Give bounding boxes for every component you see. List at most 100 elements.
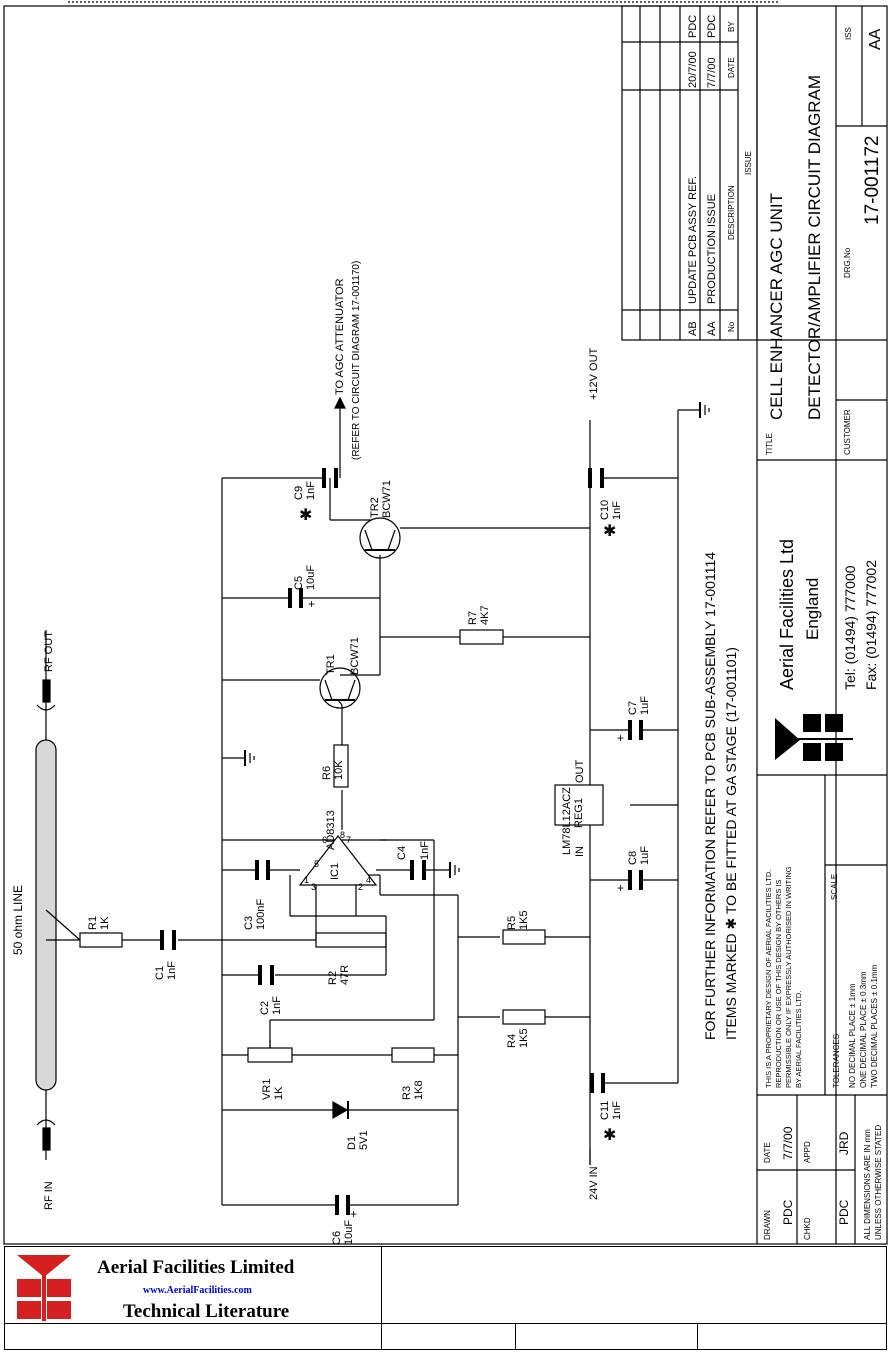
- r2-body: [315, 932, 387, 948]
- c4-name: C4: [396, 846, 408, 860]
- r5-name: R5: [506, 916, 518, 930]
- footer-company: Aerial Facilities Limited: [97, 1257, 295, 1278]
- r4-body: [502, 1009, 546, 1025]
- rf-in-label: RF IN: [43, 1181, 55, 1210]
- iss-label: ISS: [844, 27, 853, 40]
- company-country: England: [803, 578, 822, 640]
- diode-d1: [332, 1100, 349, 1120]
- r2-name: R2: [327, 971, 339, 985]
- svg-text:✱: ✱: [603, 1127, 616, 1144]
- resistors: [79, 629, 546, 1063]
- footer-url[interactable]: www.AerialFacilities.com: [143, 1285, 252, 1296]
- tr2-name: TR2: [369, 497, 381, 518]
- dims-line1: ALL DIMENSIONS ARE IN mm: [863, 1129, 872, 1240]
- title-block: TITLE CELL ENHANCER AGC UNIT DETECTOR/AM…: [756, 6, 887, 1244]
- transmission-line: [35, 630, 81, 1160]
- reg-name: REG1: [573, 798, 585, 828]
- rev-by-1: PDC: [687, 15, 699, 38]
- rf-out-label: RF OUT: [43, 631, 55, 672]
- footer: Aerial Facilities Limited www.AerialFaci…: [4, 1246, 887, 1351]
- c7-name: C7: [627, 701, 639, 715]
- ic1-name: IC1: [329, 863, 341, 880]
- ic1-part: AD8313: [325, 810, 337, 850]
- agc-out-label: TO AGC ATTENUATOR: [334, 278, 346, 395]
- r7-name: R7: [467, 611, 479, 625]
- tr2-body: [359, 517, 401, 559]
- note-line1: FOR FURTHER INFORMATION REFER TO PCB SUB…: [702, 552, 718, 1040]
- drg-label: DRG.No: [843, 247, 852, 278]
- tr1-body: [319, 667, 361, 709]
- c8-value: 1uF: [639, 846, 651, 865]
- title-line1: CELL ENHANCER AGC UNIT: [767, 193, 786, 420]
- customer-label: CUSTOMER: [843, 409, 852, 455]
- scale-label: SCALE: [830, 874, 839, 900]
- rev-header-no: No: [727, 321, 736, 332]
- r3-value: 1K8: [413, 1080, 425, 1100]
- drawn-value: PDC: [781, 1199, 795, 1225]
- c3-value: 100nF: [255, 899, 267, 930]
- svg-text:✱: ✱: [299, 507, 312, 524]
- r6-name: R6: [321, 766, 333, 780]
- tolerance-line3: TWO DECIMAL PLACES ± 0.1mm: [870, 964, 879, 1088]
- polarity-marks: + + + +: [308, 597, 624, 1221]
- reg-out-label: OUT: [574, 760, 586, 784]
- regulator-reg1: [554, 784, 604, 826]
- reg-in-label: IN: [574, 846, 586, 857]
- line-label: 50 ohm LINE: [11, 885, 25, 955]
- reg-part: LM78L12ACZ: [561, 787, 573, 855]
- svg-text:1: 1: [304, 875, 309, 885]
- r5-body: [502, 929, 546, 945]
- company-fax: Fax: (01494) 777002: [863, 560, 879, 690]
- svg-text:2: 2: [358, 882, 363, 892]
- afl-logo-icon: [17, 1255, 71, 1321]
- company-name: Aerial Facilities Ltd: [777, 539, 797, 690]
- tr1-value: BCW71: [349, 637, 361, 675]
- d1-value: 5V1: [358, 1130, 370, 1150]
- tolerance-line1: NO DECIMAL PLACE ± 1mm: [848, 983, 857, 1088]
- c2-value: 1nF: [271, 996, 283, 1015]
- v12-out-label: +12V OUT: [588, 347, 600, 400]
- c11-name: C11: [599, 1101, 611, 1120]
- c10-value: 1nF: [611, 501, 623, 520]
- c1-value: 1nF: [166, 961, 178, 980]
- svg-text:+: +: [350, 1207, 357, 1221]
- r7-body: [459, 629, 504, 645]
- svg-text:✱: ✱: [603, 523, 616, 540]
- rev-no-2: AA: [706, 321, 718, 336]
- component-labels: R1 1K C1 1nF C2 1nF C3 100nF R2 47R VR1 …: [87, 480, 651, 1245]
- c4-value: 1nF: [419, 841, 431, 860]
- rev-desc-2: PRODUCTION ISSUE: [706, 194, 718, 304]
- ground-symbols: [244, 402, 710, 878]
- drg-number: 17-001172: [862, 136, 883, 225]
- rev-header-by: BY: [727, 21, 736, 32]
- c9-name: C9: [293, 486, 305, 500]
- vr1-body: [247, 1047, 293, 1063]
- c7-value: 1uF: [639, 696, 651, 715]
- footer-title-cell: [381, 1246, 887, 1324]
- svg-text:3: 3: [311, 882, 316, 892]
- c8-name: C8: [627, 851, 639, 865]
- footer-cell-2: [381, 1323, 516, 1350]
- c3-name: C3: [243, 916, 255, 930]
- svg-text:+: +: [617, 881, 624, 895]
- title-line2: DETECTOR/AMPLIFIER CIRCUIT DIAGRAM: [805, 75, 824, 420]
- appd-value: JRD: [837, 1131, 851, 1155]
- r3-body: [391, 1047, 435, 1063]
- footer-cell-1: [4, 1323, 382, 1350]
- chkd-value: PDC: [837, 1199, 851, 1225]
- rev-header-desc: DESCRIPTION: [727, 185, 736, 240]
- tr1-name: TR1: [325, 654, 337, 675]
- drawn-label: DRAWN: [763, 1210, 772, 1240]
- c1-name: C1: [154, 966, 166, 980]
- svg-text:6: 6: [322, 835, 327, 845]
- c6-name: C6: [331, 1231, 343, 1245]
- r5-value: 1K5: [518, 910, 530, 930]
- rev-no-1: AB: [687, 321, 699, 336]
- vr1-name: VR1: [261, 1079, 273, 1100]
- c6-value: 10uF: [343, 1220, 355, 1245]
- d1-name: D1: [346, 1136, 358, 1150]
- tolerances-label: TOLERANCES: [832, 1034, 841, 1088]
- iss-value: AA: [867, 28, 884, 50]
- dims-line2: UNLESS OTHERWISE STATED: [874, 1125, 883, 1240]
- r4-name: R4: [506, 1034, 518, 1048]
